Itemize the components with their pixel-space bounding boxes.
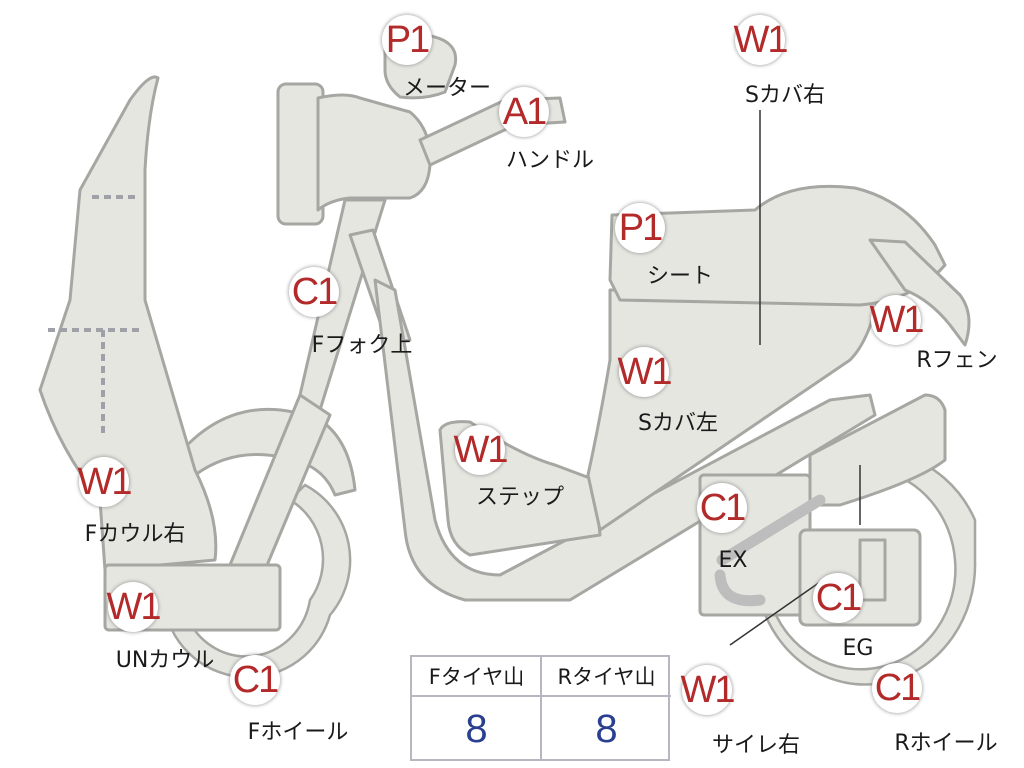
front-tire-value: 8 — [465, 706, 488, 751]
grade-badge-s-cover-left: W1 — [618, 347, 673, 397]
grade-badge-eg: C1 — [813, 573, 863, 623]
grade-badge-handle: A1 — [499, 87, 549, 137]
frame — [373, 278, 877, 602]
leader-lines — [729, 110, 861, 646]
part-label-eg: EG — [842, 636, 874, 661]
grade-badge-f-cowl-right: W1 — [78, 457, 133, 507]
grade-badge-r-fender: W1 — [870, 295, 925, 345]
part-label-ex: EX — [718, 548, 748, 573]
grade-badge-seat: P1 — [615, 203, 665, 253]
grade-badge-step: W1 — [454, 425, 509, 475]
part-label-meter: メーター — [402, 76, 492, 101]
part-label-seat: シート — [646, 264, 714, 289]
front-tire-header: Fタイヤ山 — [412, 657, 541, 697]
part-label-r-wheel: Rホイール — [894, 731, 998, 756]
grade-badge-ex: C1 — [697, 483, 747, 533]
grade-badge-f-fork-upper: C1 — [289, 267, 339, 317]
grade-badge-r-wheel: C1 — [872, 663, 922, 713]
part-label-s-cover-right: Sカバ右 — [745, 83, 825, 108]
grade-badge-s-cover-right: W1 — [734, 15, 789, 65]
part-label-f-wheel: Fホイール — [247, 720, 349, 745]
rear-tire-value: 8 — [595, 706, 618, 751]
part-label-f-fork-upper: Fフォク上 — [311, 333, 413, 358]
part-label-step: ステップ — [475, 485, 565, 510]
part-label-s-cover-left: Sカバ左 — [638, 411, 718, 436]
grade-badge-side-right: W1 — [681, 665, 736, 715]
rear-tire-header: Rタイヤ山 — [542, 657, 671, 697]
part-label-r-fender: Rフェン — [916, 348, 998, 373]
part-label-un-cowl: UNカウル — [115, 648, 215, 673]
table-divider — [540, 657, 542, 759]
grade-badge-f-wheel: C1 — [230, 655, 280, 705]
grade-badge-un-cowl: W1 — [107, 582, 162, 632]
part-label-f-cowl-right: Fカウル右 — [84, 522, 186, 547]
tire-tread-table: Fタイヤ山 Rタイヤ山 8 8 — [410, 655, 671, 761]
part-label-side-right: サイレ右 — [711, 733, 801, 758]
grade-badge-meter: P1 — [382, 15, 432, 65]
part-label-handle: ハンドル — [505, 148, 595, 173]
